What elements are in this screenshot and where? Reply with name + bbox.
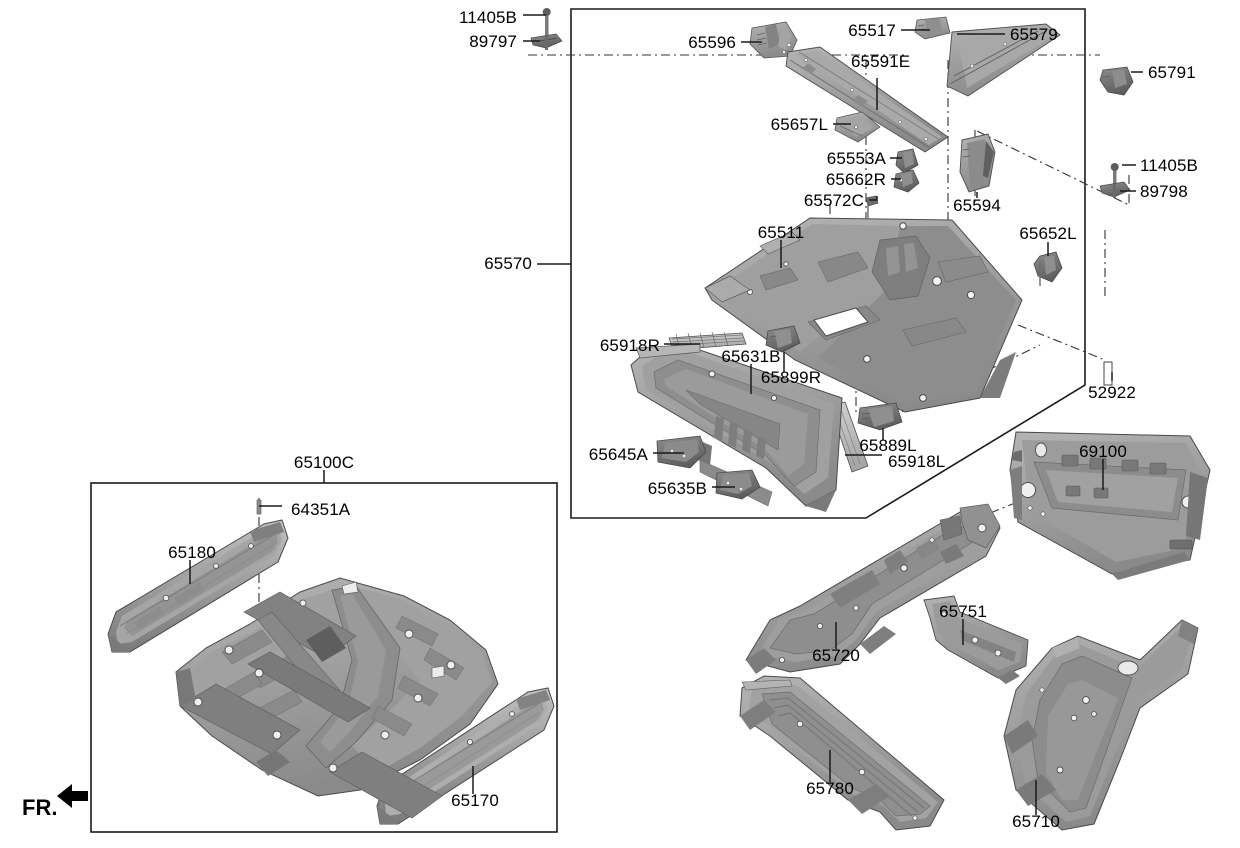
callout-64351A: 64351A <box>291 500 351 519</box>
part-65662R <box>893 169 920 193</box>
callout-65720: 65720 <box>812 646 860 665</box>
callout-65517: 65517 <box>848 21 896 40</box>
part-65710-rear-frame-rail <box>1003 619 1199 831</box>
part-64351A <box>256 499 262 515</box>
callout-11405B-top: 11405B <box>459 8 517 27</box>
part-65591E <box>785 46 949 153</box>
callout-65645A: 65645A <box>588 445 648 464</box>
callout-65594: 65594 <box>953 196 1001 215</box>
callout-69100: 69100 <box>1079 442 1127 461</box>
part-65720-rear-side-member <box>745 503 1001 674</box>
callout-65918L: 65918L <box>888 452 946 471</box>
part-65572C <box>865 195 879 218</box>
callout-65889L: 65889L <box>859 436 917 455</box>
part-65657L <box>834 111 881 143</box>
part-65780-rear-floor-side-member <box>739 675 945 831</box>
part-65631B-side-member <box>630 343 843 512</box>
callout-65780: 65780 <box>806 779 854 798</box>
part-65645A <box>656 435 707 469</box>
callout-65553A: 65553A <box>826 149 886 168</box>
part-11405B-top <box>542 8 551 36</box>
part-11405B-right <box>1110 163 1119 189</box>
callout-11405B-right: 11405B <box>1140 156 1198 175</box>
part-65100C-front-floor-panel <box>175 577 499 819</box>
group-box-65570 <box>570 8 1086 519</box>
part-65635B <box>715 469 761 500</box>
callout-65100C: 65100C <box>293 453 355 472</box>
part-65553A <box>895 148 919 174</box>
part-69100-back-panel <box>1009 431 1211 580</box>
front-arrow-icon <box>57 784 88 808</box>
part-65652L <box>1033 251 1063 286</box>
callout-65899R: 65899R <box>760 368 822 387</box>
part-52922 <box>1103 361 1113 386</box>
part-65517 <box>914 16 951 40</box>
callout-65631B: 65631B <box>721 347 781 366</box>
callout-65662R: 65662R <box>825 170 886 189</box>
callout-65170: 65170 <box>451 791 499 810</box>
callout-65652L: 65652L <box>1019 224 1077 243</box>
callout-65511: 65511 <box>757 223 805 242</box>
callout-65635B: 65635B <box>647 479 707 498</box>
callout-65791: 65791 <box>1148 63 1196 82</box>
callout-65710: 65710 <box>1012 812 1060 831</box>
callout-65180: 65180 <box>168 543 216 562</box>
front-direction-label: FR. <box>22 795 58 820</box>
callout-52922: 52922 <box>1088 383 1136 402</box>
callout-65591E: 65591E <box>851 52 911 71</box>
part-65596 <box>749 21 798 59</box>
callout-65572C: 65572C <box>803 191 864 210</box>
callout-65570: 65570 <box>484 254 532 273</box>
part-89798 <box>1099 181 1131 198</box>
part-65579 <box>946 23 1061 97</box>
part-65511-rear-floor-panel <box>704 217 1023 413</box>
part-65899R <box>765 325 801 353</box>
callout-89798: 89798 <box>1140 182 1188 201</box>
part-65751 <box>923 595 1029 684</box>
part-65180-side-sill-left <box>107 519 289 653</box>
part-89797 <box>530 33 563 50</box>
leader-lines <box>189 14 1143 815</box>
callout-65657L: 65657L <box>770 115 828 134</box>
part-65594 <box>959 133 996 193</box>
part-65791 <box>1099 66 1134 96</box>
callout-65596: 65596 <box>688 33 736 52</box>
callout-89797: 89797 <box>469 32 517 51</box>
callout-65579: 65579 <box>1010 25 1058 44</box>
part-65889L <box>857 402 903 431</box>
callout-65918R: 65918R <box>599 336 660 355</box>
callout-65751: 65751 <box>939 602 987 621</box>
